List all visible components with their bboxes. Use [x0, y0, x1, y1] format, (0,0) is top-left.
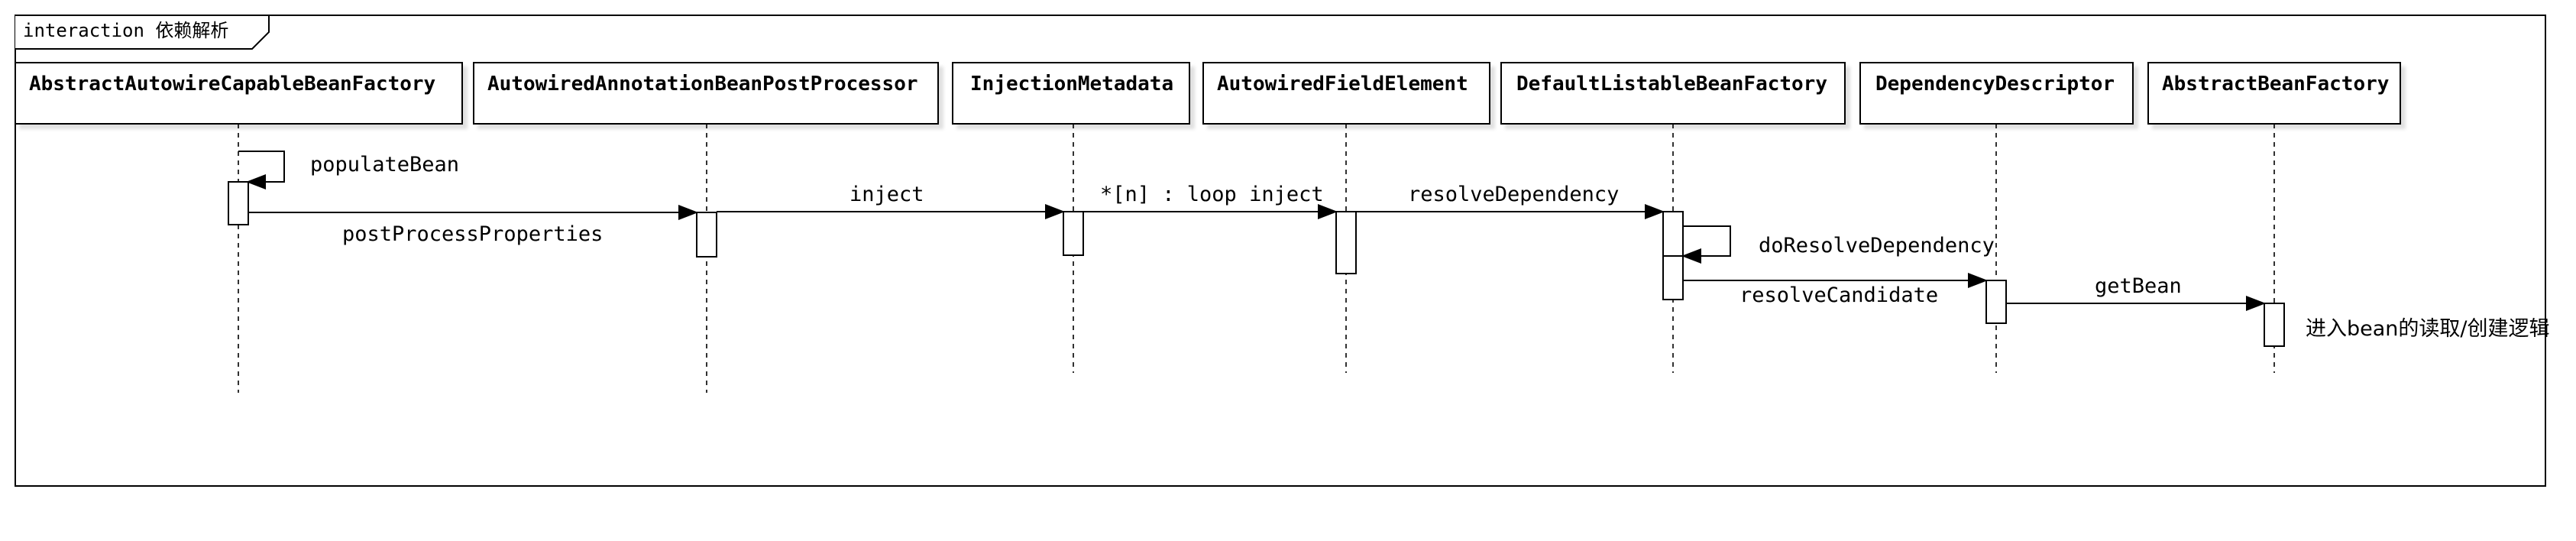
message-loop-inject: *[n] : loop inject — [1083, 183, 1338, 219]
activation-bar — [1662, 211, 1684, 257]
participant-dependency-descriptor: DependencyDescriptor — [1859, 62, 2134, 125]
activation-bar — [228, 181, 249, 225]
message-label: *[n] : loop inject — [1100, 183, 1324, 206]
message-do-resolve-dependency: doResolveDependency — [1681, 225, 1995, 264]
participant-label: DependencyDescriptor — [1875, 73, 2115, 96]
message-post-process-properties: postProcessProperties — [248, 205, 698, 246]
participant-abstract-autowire-capable-bean-factory: AbstractAutowireCapableBeanFactory — [15, 62, 463, 125]
participant-autowired-field-element: AutowiredFieldElement — [1202, 62, 1490, 125]
note-text: 进入bean的读取/创建逻辑 — [2306, 317, 2550, 341]
interaction-frame: interaction 依赖解析 — [15, 15, 2546, 487]
message-label: postProcessProperties — [342, 222, 603, 246]
message-resolve-candidate: resolveCandidate — [1683, 273, 1988, 307]
activation-bar — [696, 212, 717, 258]
message-label: populateBean — [310, 153, 459, 177]
message-label: resolveCandidate — [1739, 283, 1938, 307]
participant-label: AutowiredAnnotationBeanPostProcessor — [487, 73, 918, 96]
participant-label: DefaultListableBeanFactory — [1516, 73, 1827, 96]
participant-default-listable-bean-factory: DefaultListableBeanFactory — [1500, 62, 1846, 125]
frame-title: interaction 依赖解析 — [23, 20, 228, 41]
activations — [228, 181, 2285, 347]
frame-title-tab — [15, 15, 270, 50]
participant-abstract-bean-factory: AbstractBeanFactory — [2147, 62, 2401, 125]
message-populate-bean: populateBean — [238, 151, 459, 190]
message-label: inject — [849, 183, 924, 206]
participant-label: AutowiredFieldElement — [1217, 73, 1468, 96]
message-label: doResolveDependency — [1759, 234, 1995, 258]
activation-bar — [1063, 211, 1084, 256]
participant-label: InjectionMetadata — [970, 73, 1173, 96]
message-label: resolveDependency — [1408, 183, 1619, 206]
message-label: getBean — [2095, 274, 2182, 298]
messages: populateBean postProcessProperties injec… — [238, 151, 2266, 311]
message-resolve-dependency: resolveDependency — [1356, 183, 1665, 219]
activation-bar — [1335, 211, 1357, 274]
message-get-bean: getBean — [2006, 274, 2266, 311]
participant-label: AbstractBeanFactory — [2162, 73, 2389, 96]
lifelines — [238, 124, 2275, 393]
participants: AbstractAutowireCapableBeanFactory Autow… — [15, 62, 2401, 125]
activation-bar — [1985, 280, 2007, 324]
activation-bar — [1662, 255, 1684, 300]
participant-label: AbstractAutowireCapableBeanFactory — [29, 73, 435, 96]
participant-injection-metadata: InjectionMetadata — [952, 62, 1190, 125]
message-inject: inject — [717, 183, 1065, 219]
activation-bar — [2264, 303, 2285, 347]
participant-autowired-annotation-bean-post-processor: AutowiredAnnotationBeanPostProcessor — [473, 62, 939, 125]
